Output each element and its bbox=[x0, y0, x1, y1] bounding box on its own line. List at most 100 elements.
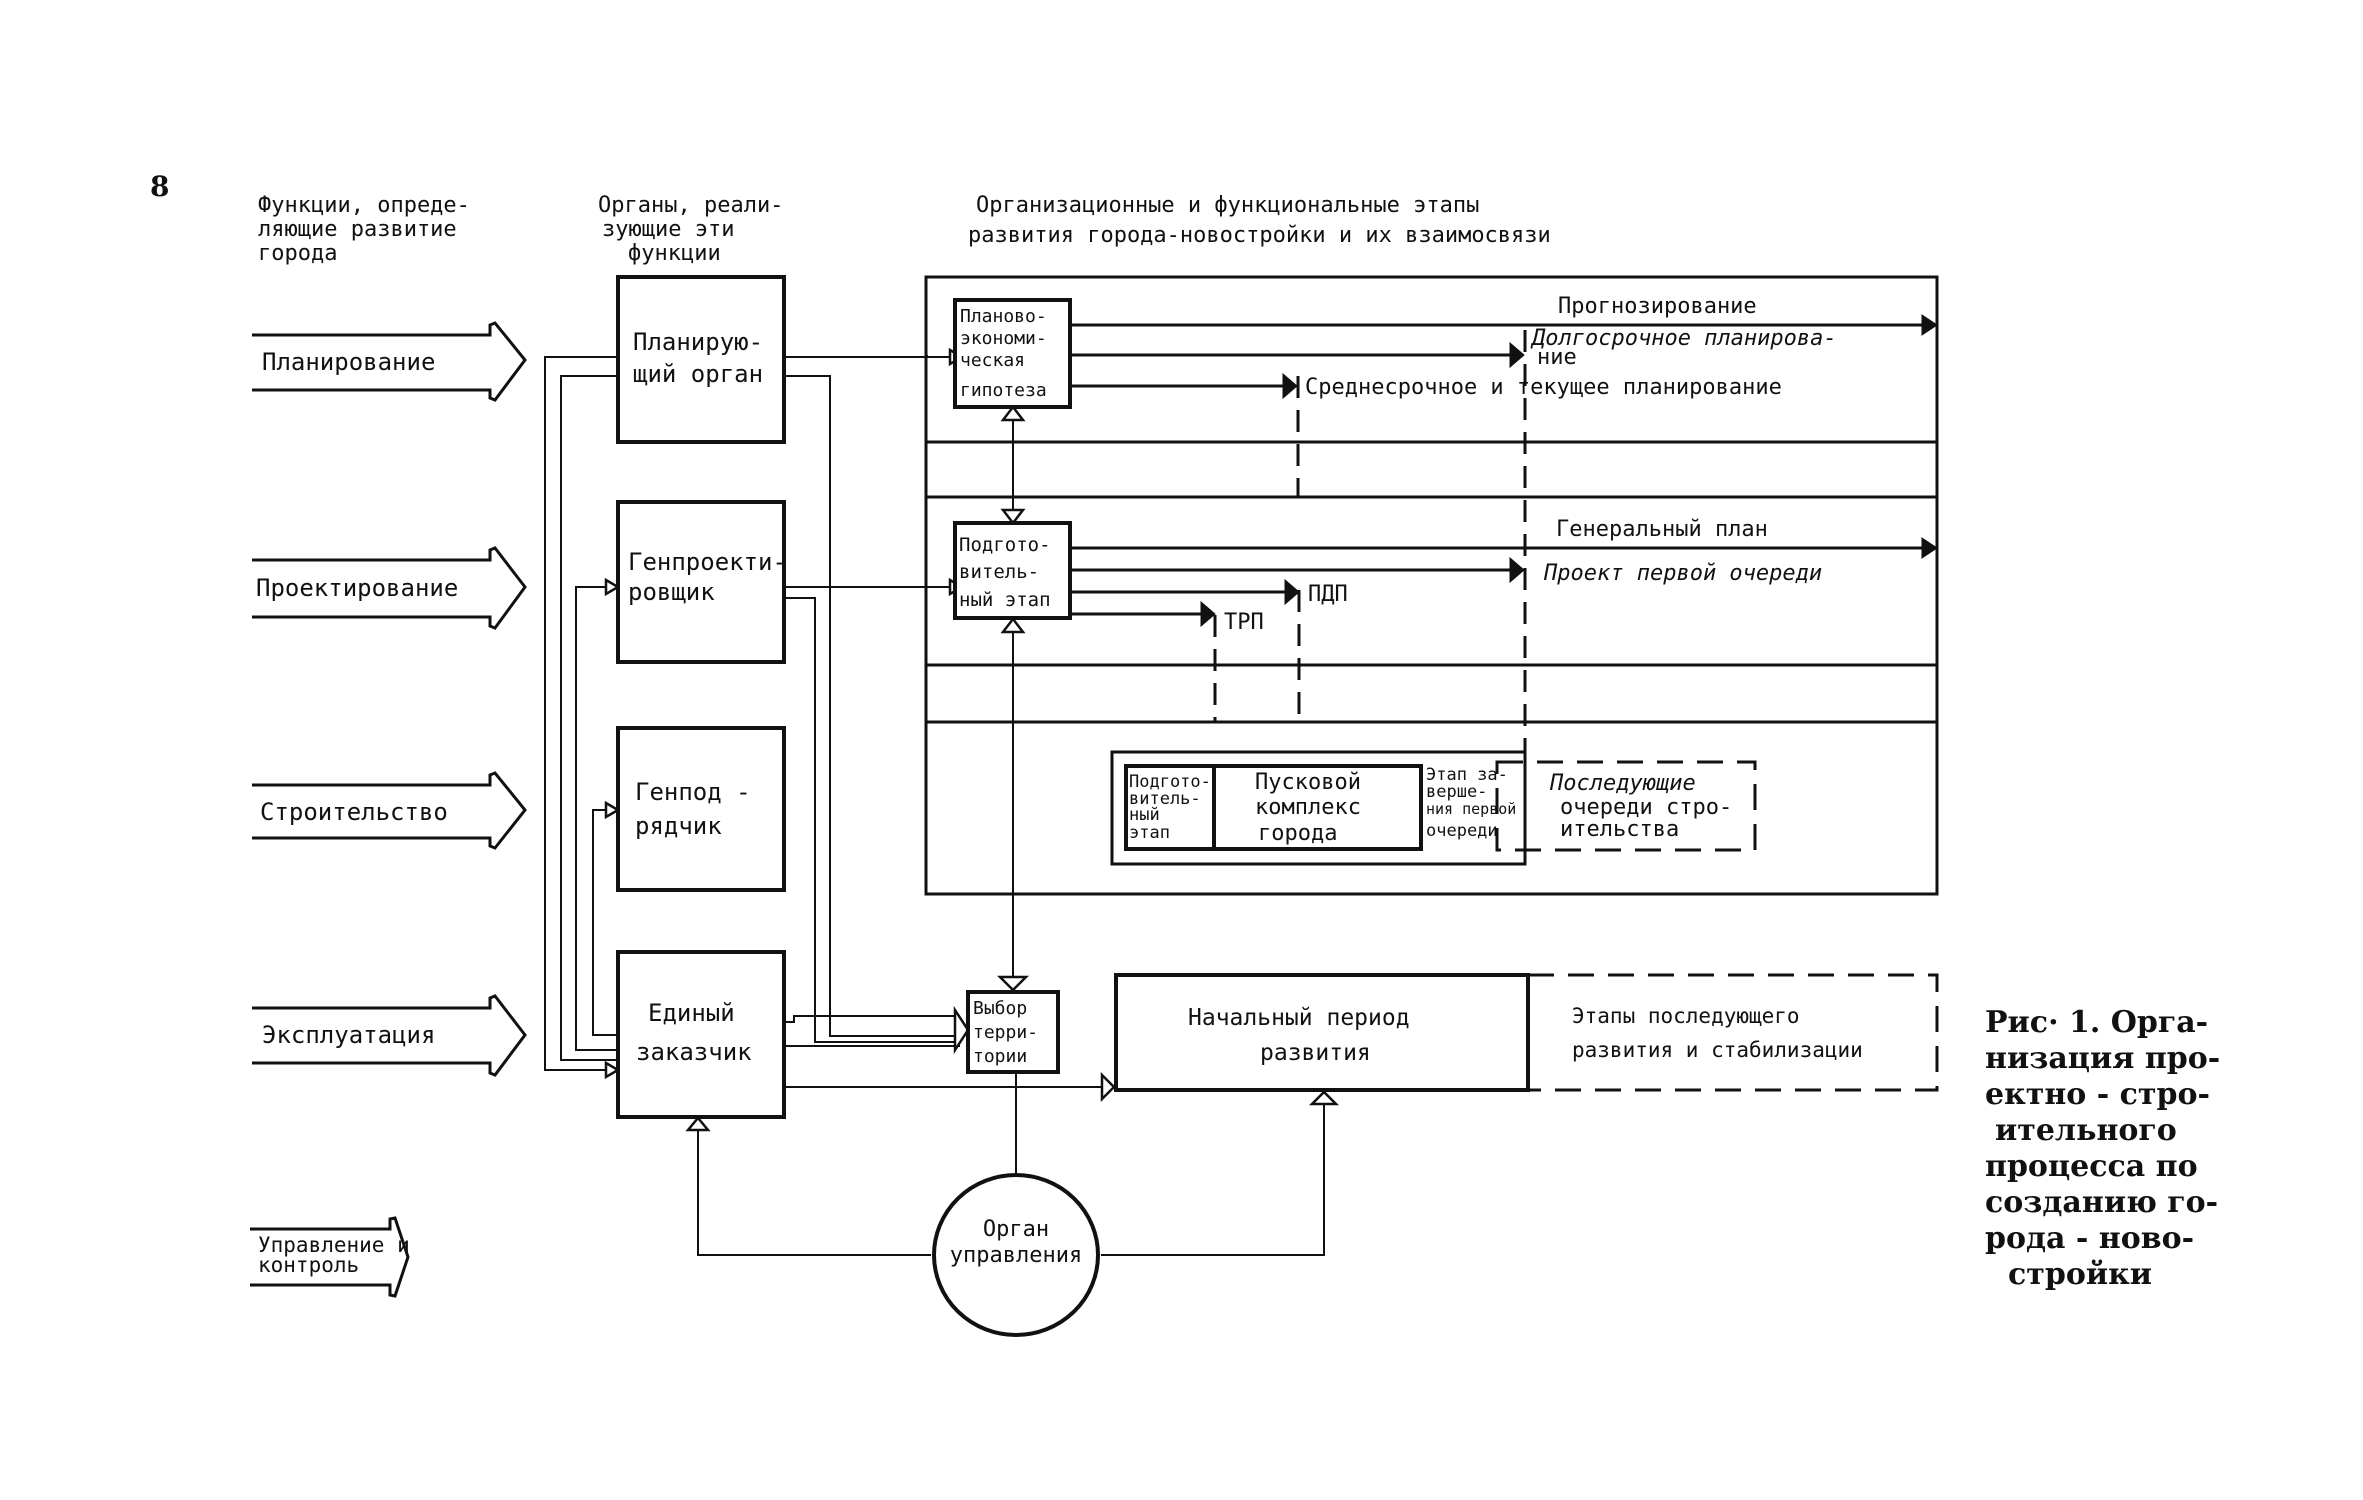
page-marker: 8 bbox=[150, 170, 169, 203]
organ-label: Генпроекти- bbox=[628, 548, 787, 576]
open-arrow-icon bbox=[1000, 616, 1026, 634]
header-functions-line: Функции, опреде- bbox=[258, 193, 470, 218]
launch-complex-label: города bbox=[1258, 821, 1337, 846]
big-arrow-shape bbox=[250, 1216, 410, 1298]
stage-label: терри- bbox=[973, 1022, 1038, 1043]
stage-label: ный этап bbox=[959, 589, 1051, 611]
management-organ-label: управления bbox=[950, 1243, 1082, 1268]
stage-label: ческая bbox=[960, 350, 1025, 371]
connector-line bbox=[544, 356, 618, 1071]
management-organ-circle bbox=[932, 1173, 1100, 1337]
caption-line: рода - ново- bbox=[1985, 1221, 2194, 1256]
output-long-term: Долгосрочное планирова- bbox=[1530, 326, 1837, 351]
caption-line: низация про- bbox=[1985, 1041, 2220, 1076]
function-label: Проектирование bbox=[256, 574, 458, 602]
subsequent-construction-label: ительства bbox=[1560, 817, 1679, 842]
header-stages-line: развития города-новостройки и их взаимос… bbox=[968, 223, 1551, 248]
solid-arrow-icon bbox=[1284, 578, 1300, 606]
left-connectors bbox=[544, 356, 621, 1080]
output-long-term: ние bbox=[1537, 345, 1577, 370]
stage-label: тории bbox=[973, 1046, 1027, 1067]
first-phase-completion-label: верше- bbox=[1426, 782, 1487, 802]
header-functions: Функции, опреде- ляющие развитие города bbox=[258, 193, 470, 266]
first-phase-completion-label: очереди bbox=[1426, 821, 1498, 841]
header-functions-line: города bbox=[258, 241, 337, 266]
organ-label: заказчик bbox=[636, 1038, 752, 1066]
header-organs-line: функции bbox=[628, 241, 721, 266]
connector-line bbox=[560, 375, 618, 1061]
initial-period-label: развития bbox=[1260, 1040, 1371, 1066]
open-arrow-icon bbox=[1308, 1090, 1340, 1106]
open-arrow-icon bbox=[996, 975, 1030, 992]
caption-line: процесса по bbox=[1985, 1149, 2198, 1184]
connector-line bbox=[575, 586, 618, 1051]
caption-line: стройки bbox=[2008, 1257, 2152, 1292]
organ-box bbox=[616, 726, 786, 892]
stage-label: Подгото- bbox=[959, 534, 1051, 556]
first-phase-completion-label: Этап за- bbox=[1426, 765, 1508, 785]
open-arrow-icon bbox=[604, 577, 621, 597]
caption-line: Рис· 1. Орга- bbox=[1985, 1005, 2208, 1040]
caption-line: созданию го- bbox=[1985, 1185, 2218, 1220]
organ-label: Генпод - bbox=[635, 778, 751, 806]
organ-label: Планирую- bbox=[633, 328, 763, 356]
organ-general-contractor: Генпод - рядчик bbox=[616, 726, 786, 892]
solid-arrow-icon bbox=[1509, 556, 1525, 584]
solid-arrow-icon bbox=[1509, 341, 1525, 369]
organ-box bbox=[616, 275, 786, 444]
management-organ-label: Орган bbox=[983, 1217, 1049, 1242]
open-arrow-icon bbox=[1100, 1071, 1116, 1103]
function-label: Эксплуатация bbox=[262, 1021, 435, 1049]
stage-label: Выбор bbox=[973, 998, 1027, 1019]
function-label: Строительство bbox=[260, 798, 448, 826]
function-arrow-construction: Строительство bbox=[252, 771, 527, 850]
subsequent-construction-label: Последующие bbox=[1549, 771, 1696, 796]
subsequent-development-box bbox=[1526, 973, 1939, 1092]
open-arrow-icon bbox=[1000, 404, 1026, 422]
management-organ: Орган управления bbox=[685, 1072, 1340, 1337]
function-arrow-design: Проектирование bbox=[252, 546, 527, 630]
big-arrow-shape bbox=[252, 321, 527, 402]
stages-panel: Планово- экономи- ческая гипотеза Прогно… bbox=[924, 275, 1939, 896]
function-label: Управление и bbox=[258, 1233, 410, 1257]
development-row: Начальный период развития Этапы последую… bbox=[1114, 973, 1939, 1092]
connector-line bbox=[592, 809, 618, 1036]
connector-line bbox=[697, 1128, 931, 1256]
stage-label: гипотеза bbox=[960, 380, 1047, 401]
connector-line bbox=[784, 375, 960, 1037]
launch-complex-label: комплекс bbox=[1255, 795, 1361, 820]
stage-site-selection: Выбор терри- тории bbox=[966, 990, 1060, 1074]
function-arrow-planning: Планирование bbox=[252, 321, 527, 402]
open-arrow-icon bbox=[604, 800, 621, 820]
launch-complex-label: Пусковой bbox=[1255, 770, 1361, 795]
function-label: Планирование bbox=[262, 348, 435, 376]
solid-arrow-icon bbox=[1200, 600, 1216, 628]
function-label: контроль bbox=[258, 1253, 359, 1277]
organ-label: щий орган bbox=[633, 360, 763, 388]
solid-arrow-icon bbox=[1921, 537, 1938, 559]
stage-hypothesis-box bbox=[953, 298, 1072, 409]
subsequent-construction-label: очереди стро- bbox=[1560, 795, 1732, 820]
solid-arrow-icon bbox=[1282, 372, 1298, 400]
output-pdp: ПДП bbox=[1308, 582, 1348, 607]
output-mid-term: Среднесрочное и текущее планирование bbox=[1305, 375, 1782, 400]
construction-prep-label: этап bbox=[1129, 823, 1170, 843]
organ-planning-body: Планирую- щий орган bbox=[616, 275, 786, 444]
header-stages-line: Организационные и функциональные этапы bbox=[976, 193, 1479, 218]
open-arrow-icon bbox=[604, 1060, 621, 1080]
big-arrow-shape bbox=[252, 771, 527, 850]
stage-prep-box bbox=[953, 521, 1072, 620]
connector-line bbox=[784, 597, 960, 1043]
stage-label: витель- bbox=[959, 561, 1039, 583]
organ-box bbox=[616, 950, 786, 1119]
header-functions-line: ляющие развитие bbox=[258, 217, 457, 242]
subsequent-development-label: Этапы последующего bbox=[1572, 1004, 1800, 1028]
output-trp: ТРП bbox=[1224, 610, 1264, 635]
header-stages: Организационные и функциональные этапы р… bbox=[968, 193, 1551, 248]
subsequent-development-label: развития и стабилизации bbox=[1572, 1038, 1863, 1062]
open-arrow-icon bbox=[1000, 508, 1026, 526]
initial-period-label: Начальный период bbox=[1188, 1005, 1410, 1031]
initial-period-box bbox=[1114, 973, 1530, 1092]
construction-outer-box bbox=[1110, 750, 1527, 866]
